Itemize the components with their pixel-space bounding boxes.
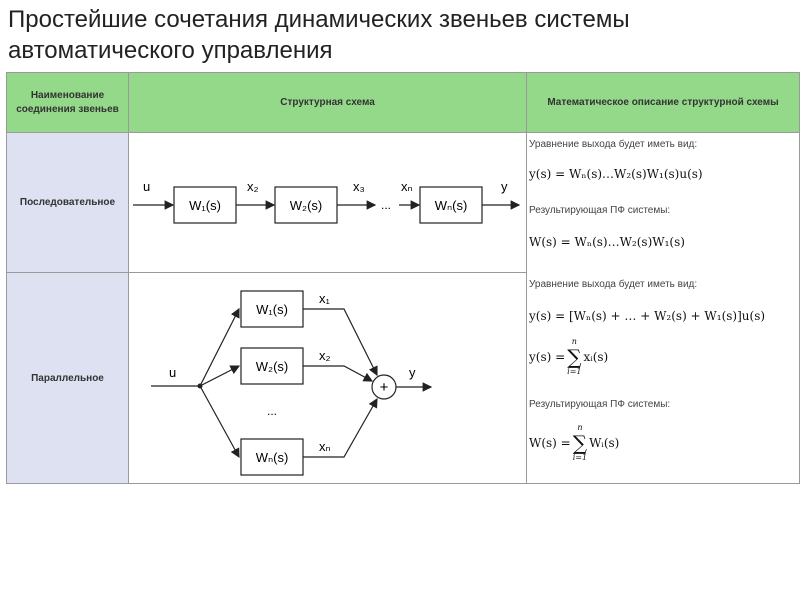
series-block-2-label: W₂(s) [290, 198, 322, 213]
parallel-sum-arrow-1 [303, 308, 378, 377]
parallel-tf-eq-lhs: W(s) = [529, 436, 571, 450]
series-block-1-label: W₁(s) [189, 198, 221, 213]
parallel-tf-equation: W(s) = n ∑ i=1 Wᵢ(s) [529, 423, 619, 463]
parallel-branch-arrow-2 [199, 365, 241, 387]
tf-sum-lower-limit: i=1 [572, 453, 588, 462]
parallel-math-cell: Уравнение выхода будет иметь вид: y(s) =… [527, 273, 799, 483]
parallel-block-diagram: u W₁(s) W₂(s) ... Wₙ(s) x₁ x₂ xₙ + y [151, 290, 433, 476]
parallel-signal-x1: x₁ [319, 291, 331, 306]
parallel-block-2-label: W₂(s) [256, 359, 288, 374]
parallel-branch-arrow-1 [199, 307, 240, 387]
series-diagram-cell: u W₁(s) x₂ W₂(s) x₃ ... xₙ Wₙ(s) y [129, 133, 527, 273]
row-parallel-name: Параллельное [7, 273, 129, 483]
series-dots: ... [381, 198, 391, 212]
series-block-n [419, 186, 483, 224]
series-block-diagram: u W₁(s) x₂ W₂(s) x₃ ... xₙ Wₙ(s) y [133, 179, 521, 224]
series-input-label: u [143, 179, 150, 194]
header-math-description: Математическое описание структурной схем… [527, 73, 799, 133]
parallel-dots: ... [267, 404, 277, 418]
page-title: Простейшие сочетания динамических звенье… [8, 4, 788, 66]
series-output-equation: y(s) = Wₙ(s)…W₂(s)W₁(s)u(s) [529, 167, 703, 181]
parallel-output-equation: y(s) = [Wₙ(s) + … + W₂(s) + W₁(s)]u(s) [529, 309, 766, 323]
connections-table: Наименование соединения звеньев Структур… [6, 72, 800, 484]
parallel-signal-xn: xₙ [319, 439, 331, 454]
series-output-label: y [501, 179, 508, 194]
sum-lower-limit: i=1 [567, 367, 582, 376]
series-tf-label: Результирующая ПФ системы: [529, 205, 671, 216]
sum-upper-limit: n [571, 337, 577, 346]
series-signal-x2: x₂ [247, 179, 259, 194]
series-output-eq-label: Уравнение выхода будет иметь вид: [529, 139, 698, 150]
series-block-2 [274, 186, 338, 224]
header-structural-scheme: Структурная схема [129, 73, 527, 133]
tf-sum-sign: ∑ [572, 431, 588, 455]
parallel-tf-label: Результирующая ПФ системы: [529, 399, 671, 410]
parallel-output-eq-label: Уравнение выхода будет иметь вид: [529, 279, 698, 290]
header-connection-name: Наименование соединения звеньев [7, 73, 129, 133]
parallel-block-n-label: Wₙ(s) [256, 450, 289, 465]
series-block-n-label: Wₙ(s) [435, 198, 468, 213]
parallel-sum-eq-rhs: xᵢ(s) [583, 350, 609, 364]
parallel-tf-eq-rhs: Wᵢ(s) [589, 436, 620, 450]
series-tf-equation: W(s) = Wₙ(s)…W₂(s)W₁(s) [529, 235, 685, 249]
title-line-1: Простейшие сочетания динамических звенье… [8, 6, 630, 33]
parallel-signal-x2: x₂ [319, 348, 331, 363]
parallel-sum-arrow-n [303, 397, 378, 458]
sum-sign: ∑ [567, 345, 582, 369]
parallel-branch-arrow-n [199, 385, 240, 459]
parallel-sum-symbol: n ∑ i=1 [567, 337, 581, 377]
parallel-sum-equation: y(s) = n ∑ i=1 xᵢ(s) [529, 337, 608, 377]
series-math-cell: Уравнение выхода будет иметь вид: y(s) =… [527, 133, 799, 273]
parallel-sum-eq-lhs: y(s) = [529, 350, 566, 364]
parallel-block-1-label: W₁(s) [256, 302, 288, 317]
parallel-block-n [240, 438, 304, 476]
parallel-input-label: u [169, 365, 176, 380]
parallel-block-2 [240, 347, 304, 385]
series-signal-x3: x₃ [353, 179, 365, 194]
parallel-block-1 [240, 290, 304, 328]
parallel-diagram-cell: u W₁(s) W₂(s) ... Wₙ(s) x₁ x₂ xₙ + y [129, 273, 527, 483]
series-signal-xn: xₙ [401, 179, 413, 194]
title-line-2: автоматического управления [8, 37, 333, 64]
tf-sum-upper-limit: n [577, 423, 583, 432]
parallel-output-label: y [409, 365, 416, 380]
parallel-tf-sum-symbol: n ∑ i=1 [573, 423, 587, 463]
row-series-name: Последовательное [7, 133, 129, 273]
parallel-sum-arrow-2 [303, 365, 374, 382]
parallel-sum-sign: + [380, 379, 389, 396]
